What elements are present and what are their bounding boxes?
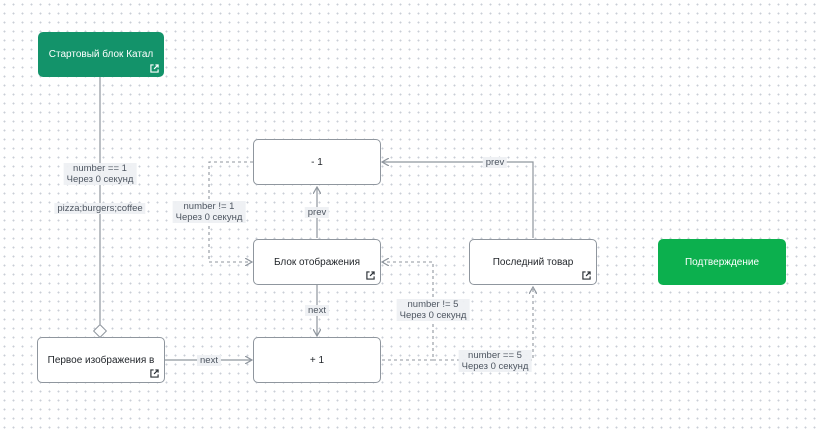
- edge-label-number-eq-5: number == 5 Через 0 секунд: [458, 350, 532, 372]
- edge-plus-one-to-display[interactable]: [382, 262, 434, 361]
- edge-last-product-to-minus-one[interactable]: [382, 162, 534, 238]
- last-product-node[interactable]: Последний товар: [469, 239, 597, 285]
- edge-label-number-ne-5: number != 5 Через 0 секунд: [396, 299, 470, 321]
- open-link-icon[interactable]: [150, 64, 159, 73]
- plus-one-node[interactable]: + 1: [253, 337, 381, 383]
- confirm-node[interactable]: Подтверждение: [658, 239, 786, 285]
- open-link-icon[interactable]: [582, 271, 591, 280]
- start-node-label: Стартовый блок Катал: [48, 49, 154, 60]
- start-node[interactable]: Стартовый блок Катал: [38, 32, 164, 77]
- edge-label-number-ne-1: number != 1 Через 0 секунд: [172, 201, 246, 223]
- edge-label-next-bottom: next: [197, 355, 221, 366]
- last-product-label: Последний товар: [492, 256, 574, 268]
- edge-label-choices: pizza;burgers;coffee: [54, 203, 146, 214]
- minus-one-node[interactable]: - 1: [253, 139, 381, 185]
- open-link-icon[interactable]: [366, 271, 375, 280]
- display-block-node[interactable]: Блок отображения: [253, 239, 381, 285]
- open-link-icon[interactable]: [150, 369, 159, 378]
- first-image-label: Первое изображения в: [47, 354, 155, 366]
- edge-label-next-mid: next: [305, 305, 329, 316]
- edge-label-prev-top: prev: [482, 157, 508, 168]
- first-image-node[interactable]: Первое изображения в: [37, 337, 165, 383]
- minus-one-label: - 1: [311, 156, 323, 168]
- edge-label-prev-mid: prev: [304, 207, 330, 218]
- edge-label-number-eq-1: number == 1 Через 0 секунд: [63, 163, 137, 185]
- plus-one-label: + 1: [309, 354, 325, 366]
- confirm-label: Подтверждение: [684, 256, 760, 268]
- display-block-label: Блок отображения: [273, 256, 361, 268]
